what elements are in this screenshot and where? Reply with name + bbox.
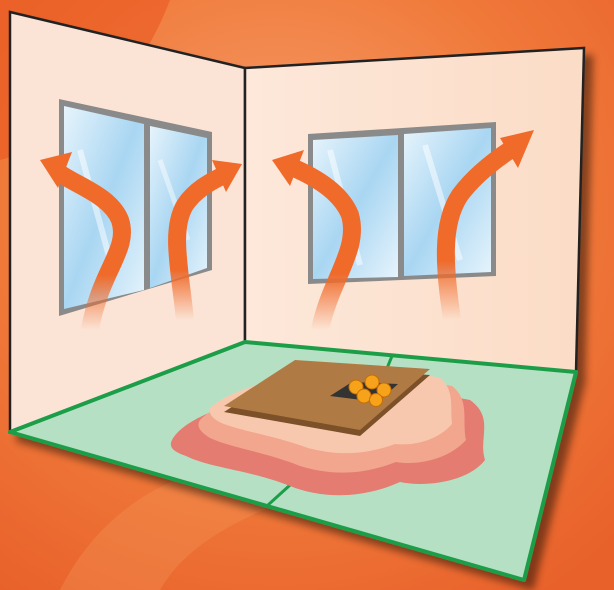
arrow-head-icon: [500, 130, 534, 168]
kotatsu-table-top: [224, 360, 430, 430]
glass-glint: [77, 149, 113, 261]
heat-arrow-left-1: [52, 164, 131, 332]
heat-arrow-heads: [40, 130, 534, 192]
heat-arrows: [52, 142, 516, 332]
heat-arrow-left-2: [168, 167, 227, 321]
mandarin-oranges: [348, 374, 392, 407]
mandarin-orange: [364, 374, 380, 390]
arrow-head-icon: [272, 150, 304, 186]
mandarin-orange: [376, 382, 392, 398]
mandarin-orange: [356, 388, 372, 404]
heat-arrow-right-2: [436, 142, 516, 322]
arrow-head-icon: [40, 152, 72, 188]
arrow-head-icon: [212, 160, 242, 192]
heat-arrow-right-1: [290, 159, 361, 332]
kotatsu: [170, 360, 486, 496]
mandarin-orange: [369, 393, 383, 407]
